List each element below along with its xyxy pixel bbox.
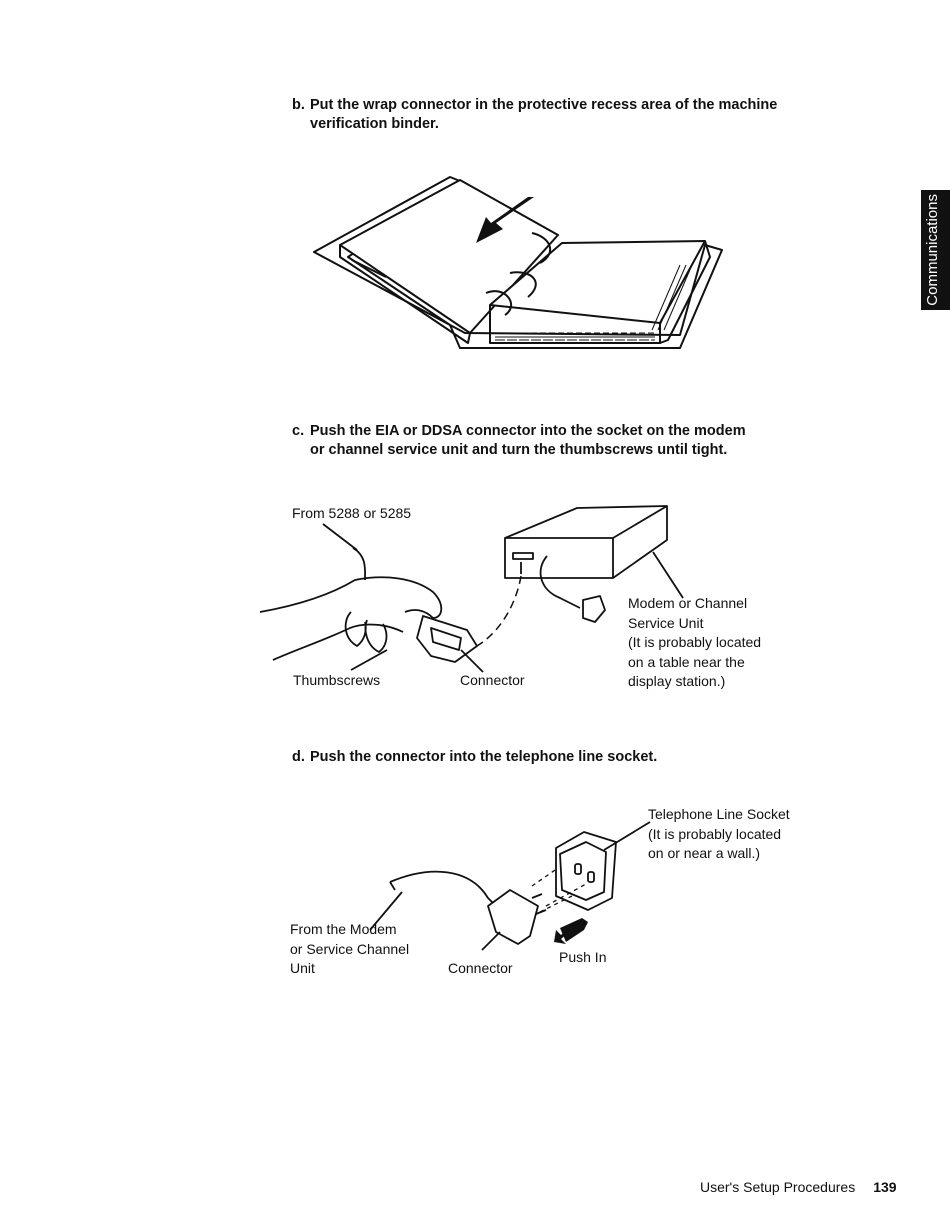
step-b-line-2: verification binder. xyxy=(310,116,439,132)
from-5288-label: From 5288 or 5285 xyxy=(292,505,412,521)
step-d-letter: d. xyxy=(292,749,305,765)
socket-label-line-2: (It is probably located xyxy=(648,825,782,842)
from-modem-label-line-3: Unit xyxy=(290,960,315,976)
connector-c-label: Connector xyxy=(460,672,525,688)
from-modem-label-line-2: or Service Channel xyxy=(290,940,410,957)
push-in-label: Push In xyxy=(559,949,607,965)
modem-connection-illustration xyxy=(259,505,684,673)
from-modem-label-line-1: From the Modem xyxy=(290,921,397,937)
footer-section-title: User's Setup Procedures xyxy=(700,1179,856,1195)
step-d-line-1: Push the connector into the telephone li… xyxy=(310,749,658,765)
connector-d-label: Connector xyxy=(448,960,513,976)
modem-label-line-4: on a table near the xyxy=(628,653,745,670)
from-modem-label: From the Modem or Service Channel Unit xyxy=(290,920,409,979)
socket-label: Telephone Line Socket (It is probably lo… xyxy=(648,805,790,864)
telephone-socket-illustration xyxy=(369,821,651,951)
modem-label-line-1: Modem or Channel xyxy=(628,595,748,611)
step-d-instruction: d. Push the connector into the telephone… xyxy=(292,748,812,767)
step-c-instruction: c. Push the EIA or DDSA connector into t… xyxy=(292,422,812,460)
step-b-instruction: b. Put the wrap connector in the protect… xyxy=(292,96,812,134)
communications-side-tab: Communications xyxy=(921,190,950,310)
binder-illustration xyxy=(313,176,723,349)
modem-label: Modem or Channel Service Unit (It is pro… xyxy=(628,594,761,692)
page-footer: User's Setup Procedures 139 xyxy=(700,1179,897,1195)
socket-label-line-1: Telephone Line Socket xyxy=(648,806,790,822)
socket-label-line-3: on or near a wall.) xyxy=(648,845,761,861)
step-b-line-1: Put the wrap connector in the protective… xyxy=(310,97,778,113)
modem-label-line-5: display station.) xyxy=(628,673,726,689)
modem-label-line-3: (It is probably located xyxy=(628,634,762,650)
step-c-line-1: Push the EIA or DDSA connector into the … xyxy=(310,423,746,439)
step-b-letter: b. xyxy=(292,97,305,113)
step-c-letter: c. xyxy=(292,423,305,439)
modem-label-line-2: Service Unit xyxy=(628,614,704,631)
side-tab-label: Communications xyxy=(924,194,941,306)
page-number: 139 xyxy=(873,1179,897,1195)
step-c-line-2: or channel service unit and turn the thu… xyxy=(310,442,728,458)
thumbscrews-label: Thumbscrews xyxy=(293,672,381,688)
